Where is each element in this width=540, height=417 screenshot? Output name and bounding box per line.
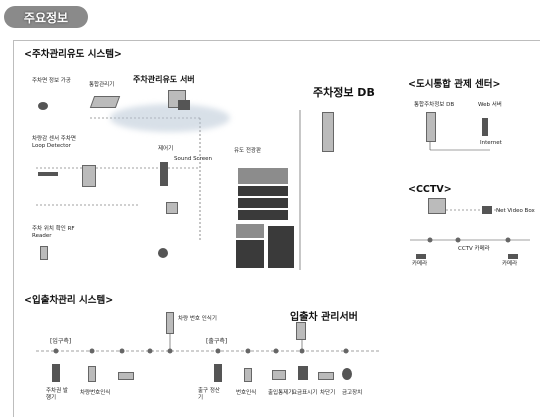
screen-label: Sound Screen bbox=[174, 156, 212, 162]
guide-panel-sign-2 bbox=[236, 240, 264, 268]
loop-detector-label: 차량감 센서 주차면 Loop Detector bbox=[32, 136, 76, 149]
parking-system-title: <주차관리유도 시스템> bbox=[24, 49, 122, 60]
bottom-label-8: 차단기 bbox=[320, 390, 336, 396]
internet-label: Internet bbox=[480, 140, 502, 146]
rf-tag-icon bbox=[158, 248, 168, 258]
entry-server-title: 입출차 관리서버 bbox=[290, 312, 358, 323]
bottom-label-5: 번호인식 bbox=[236, 390, 257, 396]
diagram-frame bbox=[13, 40, 540, 417]
car-display-label: 주차면 정보 가공 bbox=[32, 78, 71, 84]
bottom-label-0: 주차권 발행기 bbox=[46, 388, 68, 401]
city-center-title: <도시통합 관제 센터> bbox=[408, 79, 501, 90]
count-device-label: 통합관리기 bbox=[89, 82, 115, 88]
guide-panel-sign-3 bbox=[268, 226, 294, 268]
entry-server-icon bbox=[296, 322, 306, 340]
cctv-title: <CCTV> bbox=[408, 184, 452, 195]
net-video-box-icon bbox=[482, 206, 492, 214]
ticket-machine-icon bbox=[52, 364, 60, 382]
entry-side-label: [입구측] bbox=[50, 338, 72, 345]
control-label: 제어기 bbox=[158, 146, 174, 152]
network-cloud bbox=[110, 104, 230, 132]
lpr-entry-icon bbox=[88, 366, 96, 382]
bottom-label-3: 출구 정산기 bbox=[198, 388, 220, 401]
exit-payment-icon bbox=[214, 364, 222, 382]
cctv-camera-label: CCTV 카메라 bbox=[458, 246, 490, 252]
control-unit-icon bbox=[166, 202, 178, 214]
bottom-label-6: 출입통제기 bbox=[268, 390, 294, 396]
camera-icon-1 bbox=[416, 254, 426, 259]
guide-panel-bar-1 bbox=[238, 186, 288, 196]
guide-panel-sign-1 bbox=[236, 224, 264, 238]
camera-icon-2 bbox=[508, 254, 518, 259]
city-db-server-icon bbox=[426, 112, 436, 142]
camera-label-2: 카메라 bbox=[502, 261, 518, 267]
controller-icon bbox=[160, 162, 168, 186]
server-monitor-icon bbox=[178, 100, 190, 110]
net-video-label: Net Video Box bbox=[496, 208, 535, 214]
rf-reader-label: 주차 위치 확인 RF Reader bbox=[32, 226, 75, 239]
guide-panel-label: 유도 전광판 bbox=[234, 148, 262, 154]
bottom-label-1: 차량번호인식 bbox=[80, 390, 111, 396]
safe-device-icon bbox=[342, 368, 352, 380]
lpr-device-label: 차량 번호 인식기 bbox=[178, 316, 217, 322]
parking-server-title: 주차관리유도 서버 bbox=[133, 75, 195, 84]
lpr-exit-icon bbox=[244, 368, 252, 382]
barrier-exit-icon bbox=[318, 372, 334, 380]
access-control-icon bbox=[272, 370, 286, 380]
sensor-icon bbox=[38, 102, 48, 110]
guide-panel-top bbox=[238, 168, 288, 184]
web-server-label: Web 서버 bbox=[478, 102, 502, 108]
db-server-icon bbox=[322, 112, 334, 152]
entry-system-title: <입출차관리 시스템> bbox=[24, 295, 114, 306]
guide-panel-bar-2 bbox=[238, 198, 288, 208]
detector-box-icon bbox=[82, 165, 96, 187]
rf-reader-icon bbox=[40, 246, 48, 260]
loop-sensor-icon bbox=[38, 172, 58, 176]
bottom-label-7: 요금표시기 bbox=[292, 390, 318, 396]
city-db-label: 통합주차정보 DB bbox=[414, 102, 455, 108]
counter-device-icon bbox=[89, 96, 121, 108]
guide-panel-bar-3 bbox=[238, 210, 288, 220]
cctv-monitor-icon bbox=[428, 198, 446, 214]
camera-label-1: 카메라 bbox=[412, 261, 428, 267]
section-badge: 주요정보 bbox=[4, 6, 88, 28]
web-server-icon bbox=[482, 118, 488, 136]
parking-db-title: 주차정보 DB bbox=[313, 86, 375, 99]
fee-display-icon bbox=[298, 366, 308, 380]
exit-side-label: [출구측] bbox=[206, 338, 228, 345]
bottom-label-9: 금고장치 bbox=[342, 390, 363, 396]
barrier-entry-icon bbox=[118, 372, 134, 380]
lpr-device-icon bbox=[166, 312, 174, 334]
